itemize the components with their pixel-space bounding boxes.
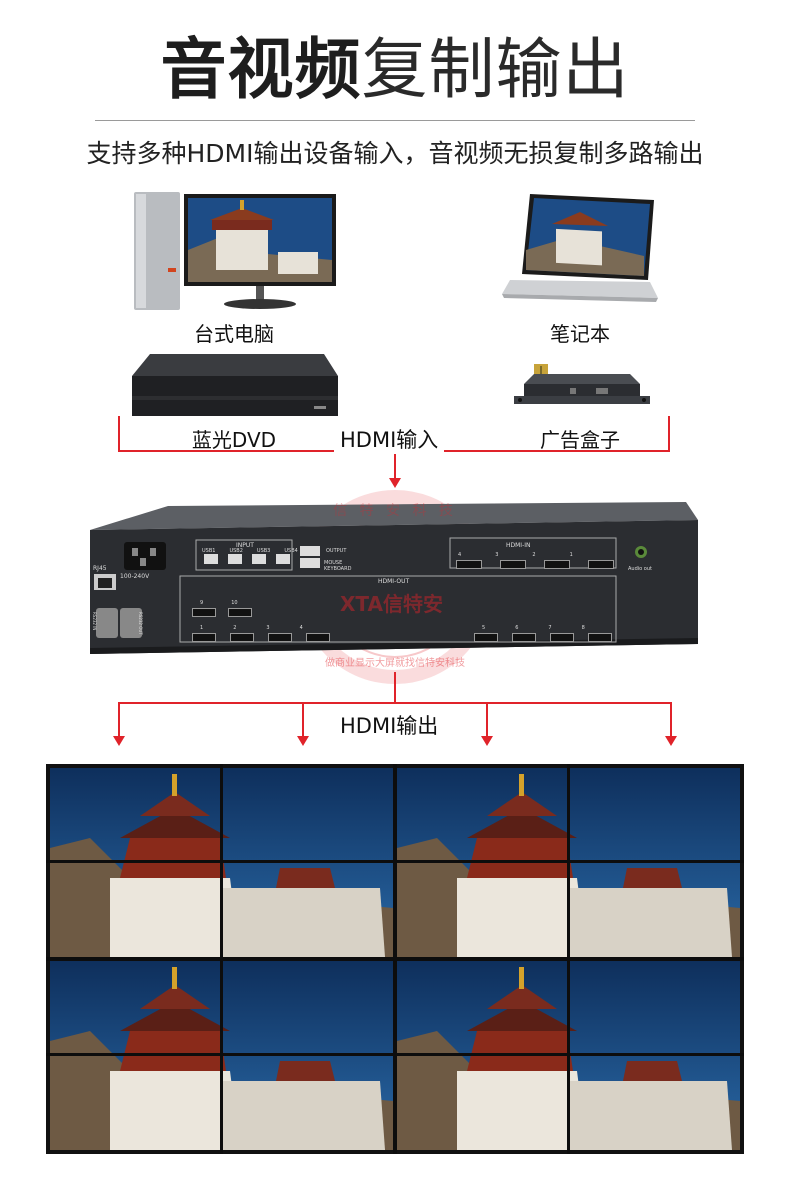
hdmi-in-number: 3: [495, 552, 499, 558]
output-arrow-icon: [297, 736, 309, 746]
hdmi-in-number: 2: [532, 552, 536, 558]
output-label: OUTPUT: [326, 548, 347, 554]
hdmi-out-number: 4: [299, 625, 303, 631]
hdmi-out-right-numbers: 5 6 7 8: [482, 625, 585, 631]
page-subtitle: 支持多种HDMI输出设备输入，音视频无损复制多路输出: [86, 139, 704, 168]
rj45-label: RJ45: [93, 565, 107, 572]
hdmi-out-number: 3: [266, 625, 270, 631]
output-arrow-icon: [113, 736, 125, 746]
usb-label: USB4: [284, 548, 298, 554]
panel-bezel: [46, 860, 744, 863]
output-drop-3: [486, 702, 488, 738]
hdmi-port-icon: [512, 633, 536, 642]
hdmi-port-icon: [544, 560, 570, 569]
watermark-slogan: 做商业显示大屏就找信特安科技: [325, 658, 465, 669]
input-line-right: [668, 416, 670, 452]
bluray-dvd-icon: [132, 354, 338, 416]
audio-out-label: Audio out: [628, 566, 652, 572]
source-label-laptop: 笔记本: [550, 322, 610, 346]
desktop-pc-icon: [134, 192, 336, 310]
input-drop-line: [394, 450, 396, 480]
matrix-switcher-device: [90, 502, 698, 654]
output-drop-1: [118, 702, 120, 738]
output-source-line: [394, 672, 396, 704]
hdmi-out-left-ports: [192, 633, 330, 642]
input-label: INPUT: [236, 542, 254, 549]
hdmi-output-label: HDMI输出: [334, 710, 445, 740]
hdmi-out-number: 6: [515, 625, 519, 631]
hdmi-port-icon: [588, 633, 612, 642]
input-line-left: [118, 416, 120, 452]
title-light: 复制输出: [361, 31, 630, 108]
hdmi-out-label: HDMI-OUT: [378, 578, 410, 585]
video-wall: [46, 764, 744, 1154]
output-arrow-icon: [481, 736, 493, 746]
hdmi-out-number: 8: [581, 625, 585, 631]
hdmi-out-right-ports: [474, 633, 612, 642]
hdmi-input-label: HDMI输入: [334, 424, 445, 454]
hdmi-port-icon: [192, 633, 216, 642]
panel-bezel: [46, 957, 744, 961]
hdmi-in-label: HDMI-IN: [506, 542, 531, 549]
hdmi-port-icon: [192, 608, 216, 617]
rs232-out-label: RS232 OUT: [138, 612, 143, 635]
hdmi-out-number: 10: [231, 600, 238, 606]
hdmi-port-icon: [228, 608, 252, 617]
usb-port-labels: USB1 USB2 USB3 USB4: [202, 548, 298, 554]
input-arrow-icon: [389, 478, 401, 488]
hdmi-out-left-numbers: 1 2 3 4: [200, 625, 303, 631]
hdmi-port-icon: [500, 560, 526, 569]
usb-label: USB3: [256, 548, 271, 554]
usb-label: USB2: [229, 548, 243, 554]
hdmi-port-icon: [456, 560, 482, 569]
output-drop-2: [302, 702, 304, 738]
page-title: 音视频复制输出: [0, 30, 790, 110]
hdmi-port-icon: [550, 633, 574, 642]
usb-label: USB1: [202, 548, 216, 554]
hdmi-out-top-ports: [192, 608, 252, 617]
rs232-in-label: RS232 IN: [92, 612, 97, 631]
hdmi-out-number: 9: [200, 600, 204, 606]
hdmi-in-port-numbers: 4 3 2 1: [458, 552, 573, 558]
output-arrow-icon: [665, 736, 677, 746]
hdmi-out-number: 5: [482, 625, 486, 631]
hdmi-in-ports: [456, 560, 614, 569]
power-label: 100-240V: [120, 573, 150, 580]
panel-bezel: [46, 1053, 744, 1056]
watermark-logo: XTA信特安: [340, 592, 443, 616]
source-label-adbox: 广告盒子: [540, 428, 620, 452]
laptop-icon: [502, 194, 658, 302]
hdmi-out-number: 2: [233, 625, 237, 631]
output-drop-4: [670, 702, 672, 738]
mouse-keyboard-label: MOUSE KEYBOARD: [324, 560, 352, 572]
hdmi-port-icon: [588, 560, 614, 569]
hdmi-out-number: 7: [548, 625, 552, 631]
source-label-dvd: 蓝光DVD: [191, 428, 277, 452]
hdmi-port-icon: [268, 633, 292, 642]
watermark-ring-text: 信 特 安 科 技: [333, 503, 457, 519]
hdmi-port-icon: [306, 633, 330, 642]
output-bus-line: [118, 702, 672, 704]
hdmi-out-top-numbers: 9 10: [200, 600, 238, 606]
hdmi-port-icon: [230, 633, 254, 642]
hdmi-out-number: 1: [200, 625, 204, 631]
ad-box-icon: [514, 364, 650, 404]
hdmi-in-number: 1: [569, 552, 573, 558]
title-bold: 音视频: [160, 31, 362, 108]
title-divider: [95, 120, 695, 121]
hdmi-port-icon: [474, 633, 498, 642]
hdmi-in-number: 4: [458, 552, 462, 558]
source-label-desktop: 台式电脑: [194, 322, 274, 346]
